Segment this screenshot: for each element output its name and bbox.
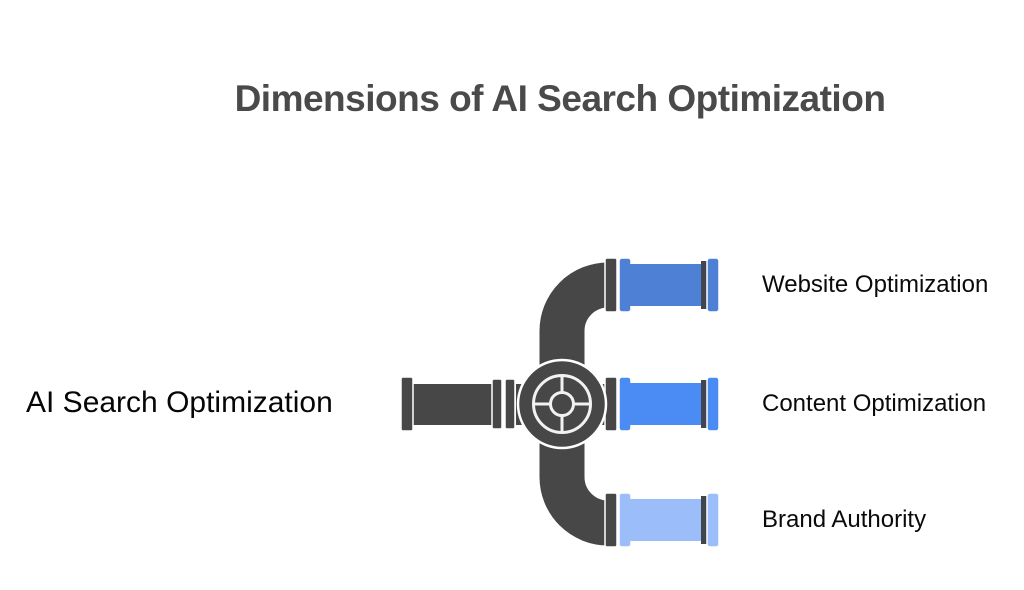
- valve-wheel-icon: [516, 358, 608, 450]
- spool-body: [629, 383, 707, 425]
- inlet-flange-ring-2: [504, 378, 516, 430]
- spool-coupling: [701, 496, 709, 544]
- spool-coupling: [701, 261, 709, 309]
- spool-right-ring: [706, 376, 720, 432]
- valve-hub: [549, 391, 575, 417]
- spool-coupling: [701, 380, 709, 428]
- page-title: Dimensions of AI Search Optimization: [234, 78, 886, 119]
- arm-flange-bottom: [604, 492, 618, 548]
- branch-label-brand: Brand Authority: [762, 506, 927, 533]
- spool-right-ring: [706, 492, 720, 548]
- arm-flange-top: [604, 257, 618, 313]
- branch-arm-bottom: [539, 396, 610, 546]
- branch-label-website: Website Optimization: [762, 271, 989, 298]
- pipe-segment-content: [618, 376, 720, 432]
- branch-label-content: Content Optimization: [762, 390, 987, 417]
- inlet-pipe-end-cap: [400, 376, 414, 432]
- spool-body: [629, 499, 707, 541]
- branch-arm-top: [539, 262, 610, 412]
- inlet-pipe-body: [411, 384, 492, 425]
- inlet-flange-ring-1: [491, 378, 503, 430]
- spool-right-ring: [706, 257, 720, 313]
- spool-body: [629, 264, 707, 306]
- pipe-segment-website: [618, 257, 720, 313]
- pipe-segment-brand: [618, 492, 720, 548]
- source-label: AI Search Optimization: [26, 386, 333, 419]
